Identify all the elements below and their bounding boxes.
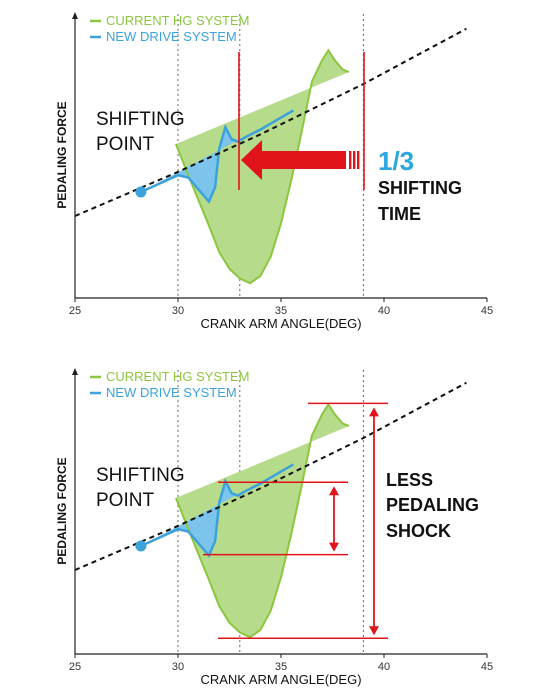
shifting-point-label-line2: POINT [96,490,154,511]
legend: CURRENT HG SYSTEM NEW DRIVE SYSTEM [90,13,250,44]
shifting-point-marker [135,186,147,198]
arrow-tail-stripe [349,151,352,169]
x-tick-label: 35 [275,661,287,673]
top-chart-panel: 25 30 35 40 45 PEDALING FORCE CRANK ARM ANGL… [55,12,493,331]
drive-shock-arrow-bottom [329,542,339,552]
shifting-time-arrow [241,140,360,180]
x-tick-label: 25 [69,661,81,673]
legend-hg-label: CURRENT HG SYSTEM [106,13,250,28]
y-axis-arrowhead [72,368,78,375]
legend: CURRENT HG SYSTEM NEW DRIVE SYSTEM [90,369,250,400]
x-tick-label: 35 [275,305,287,317]
arrow-head-and-shaft [241,140,346,180]
hg-system-curve [174,48,350,285]
x-tick-labels: 25 30 35 40 45 [69,654,493,673]
shock-label-line3: SHOCK [386,521,451,541]
x-tick-label: 45 [481,305,493,317]
shifting-point-label-line1: SHIFTING [96,109,185,130]
ratio-label: 1/3 [378,146,414,176]
y-axis-arrowhead [72,12,78,19]
legend-drive-label: NEW DRIVE SYSTEM [106,385,237,400]
hg-shock-arrow-bottom [369,626,379,636]
bottom-chart-panel: 25 30 35 40 45 PEDALING FORCE CRANK ARM ANGL… [55,368,493,687]
arrow-tail-stripe [357,151,360,169]
x-tick-label: 40 [378,661,390,673]
x-tick-label: 30 [172,305,184,317]
x-tick-label: 30 [172,661,184,673]
x-tick-label: 25 [69,305,81,317]
y-axis-label: PEDALING FORCE [55,457,69,564]
hg-shock-arrow-top [369,407,379,417]
drive-system-area [140,464,294,556]
x-axis-label: CRANK ARM ANGLE(DEG) [200,316,361,331]
shifting-point-marker [135,540,147,552]
x-tick-label: 45 [481,661,493,673]
drive-system-curve [140,109,295,204]
arrow-tail-stripe [353,151,356,169]
drive-shock-arrow-top [329,486,339,496]
hg-system-curve [174,402,350,639]
shifting-time-label-line1: SHIFTING [378,178,462,198]
x-tick-label: 40 [378,305,390,317]
shock-label-line1: LESS [386,470,433,490]
drive-system-area [140,110,294,202]
legend-hg-label: CURRENT HG SYSTEM [106,369,250,384]
x-tick-labels: 25 30 35 40 45 [69,298,493,317]
legend-drive-label: NEW DRIVE SYSTEM [106,29,237,44]
y-axis-label: PEDALING FORCE [55,101,69,208]
shifting-point-label-line1: SHIFTING [96,465,185,486]
pedaling-shock-markers [203,402,388,639]
drive-system-curve [140,463,295,558]
shock-label-line2: PEDALING [386,495,479,515]
shifting-point-label-line2: POINT [96,134,154,155]
x-axis-label: CRANK ARM ANGLE(DEG) [200,672,361,687]
shifting-time-label-line2: TIME [378,204,421,224]
